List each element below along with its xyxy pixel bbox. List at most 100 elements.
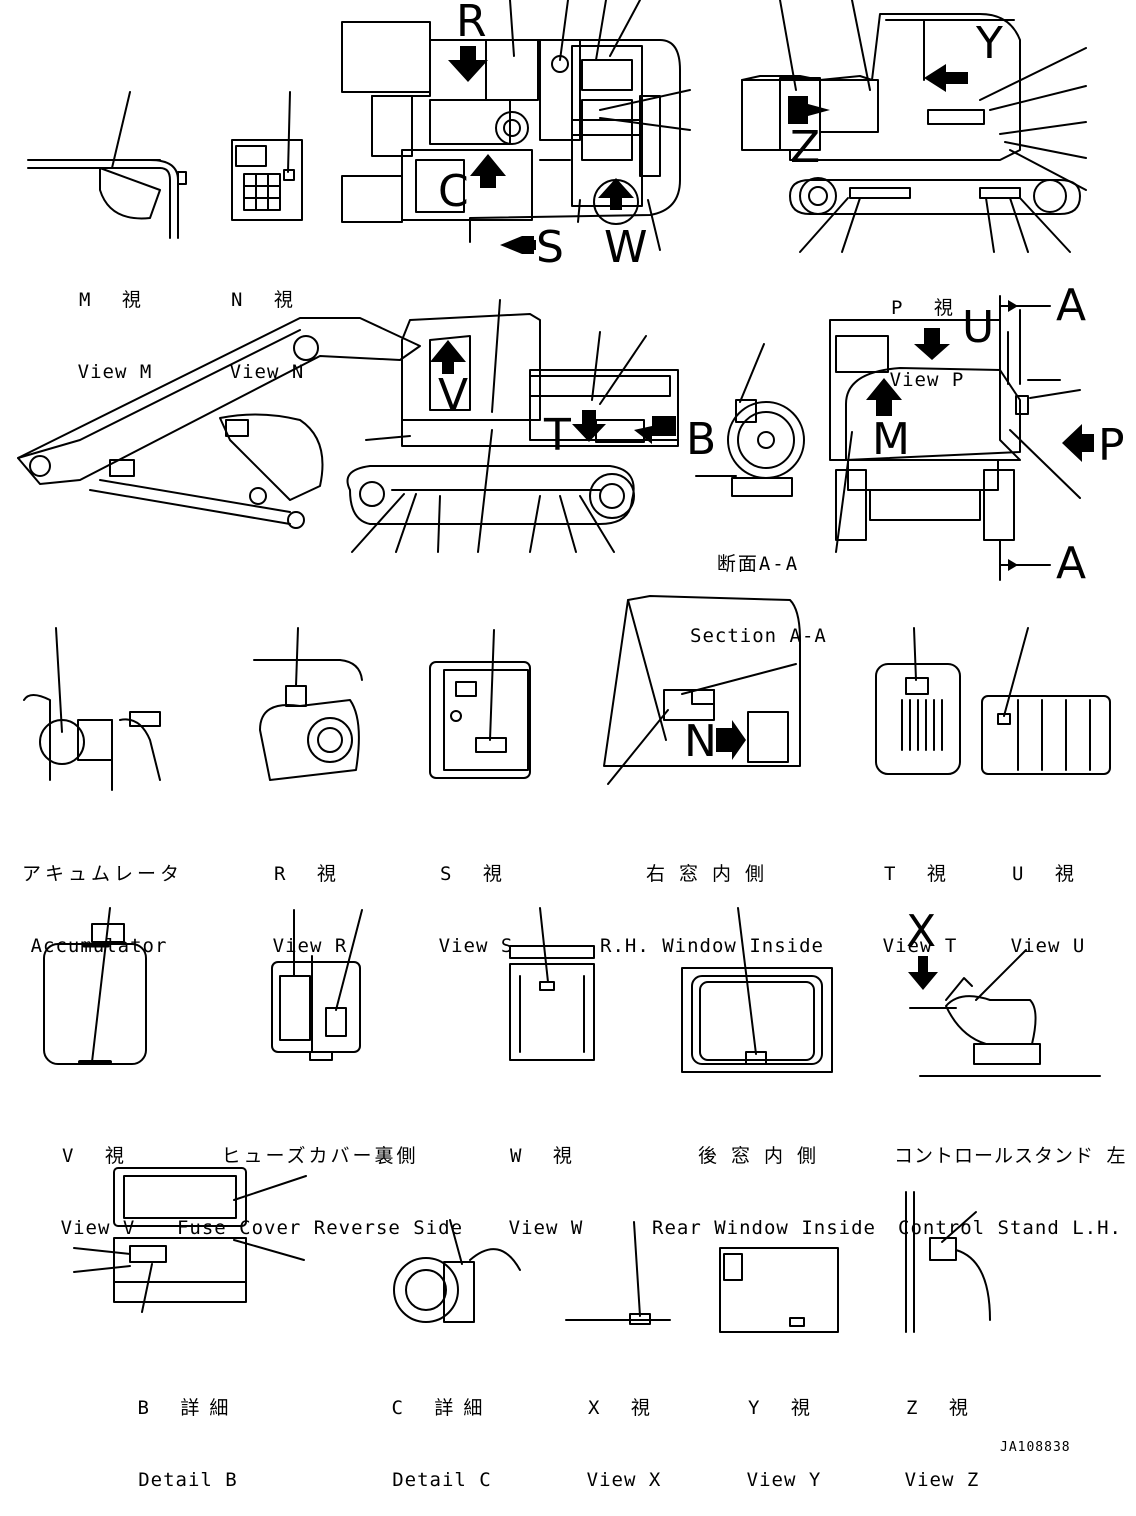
caption-en: Rear Window Inside [652, 1217, 876, 1239]
view-v-drawing [43, 907, 147, 1065]
view-letter-a-bottom: A [1056, 538, 1087, 589]
caption-jp: コントロールスタンド 左 [894, 1145, 1127, 1167]
caption-en: Detail C [392, 1469, 492, 1491]
leader-line [681, 663, 797, 695]
leader-line [851, 0, 871, 91]
caption-view-p: P 視 View P [880, 248, 974, 416]
caption-en: View R [272, 935, 348, 957]
caption-en: View N [229, 361, 305, 383]
view-y-drawing [719, 1247, 839, 1333]
detail-c-drawing [393, 1219, 521, 1323]
parts-catalog-sheet: R C S W Y Z U A A M P V T B N X M 視 View… [17, 0, 1127, 1491]
rear-view-drawing [829, 295, 1081, 581]
caption-fuse-cover: ヒューズカバー裏側 Fuse Cover Reverse Side [170, 1096, 470, 1264]
leader-line [91, 907, 111, 1063]
caption-jp: C 詳細 [391, 1397, 493, 1419]
excavator-side-view [17, 299, 679, 553]
view-p-arrows [788, 64, 968, 124]
caption-accumulator: アキュムレータ Accumulator [22, 814, 184, 982]
control-stand-arrow [908, 956, 938, 990]
caption-jp: U 視 [1012, 863, 1084, 885]
caption-view-u: U 視 View U [1002, 814, 1094, 982]
caption-en: Accumulator [30, 935, 168, 957]
section-aa-drawing [695, 343, 805, 497]
leader-line [577, 199, 581, 223]
leader-line [539, 907, 549, 983]
leader-line [739, 343, 765, 403]
caption-jp: 断面A-A [716, 553, 800, 575]
caption-en: View S [438, 935, 514, 957]
leader-line [607, 709, 669, 785]
caption-jp: M 視 [79, 289, 151, 311]
caption-jp: Y 視 [748, 1397, 820, 1419]
view-u-drawing [981, 627, 1111, 775]
leader-line [999, 121, 1087, 135]
view-m-drawing [27, 91, 187, 239]
document-id: JA108838 [1000, 1440, 1071, 1455]
plan-view-drawing [341, 0, 691, 251]
leader-line [841, 197, 861, 253]
caption-en: View X [586, 1469, 662, 1491]
caption-rh-window: 右窓内側 R.H. Window Inside [594, 814, 830, 982]
leader-line [1003, 627, 1029, 717]
leader-line [287, 91, 291, 173]
leader-line [1009, 197, 1029, 253]
caption-jp: 右窓内側 [645, 863, 778, 885]
leader-line [295, 627, 299, 687]
plan-view-circle [593, 179, 639, 225]
leader-line [111, 91, 131, 169]
leader-line [233, 1175, 307, 1201]
leader-line [609, 0, 641, 57]
caption-en: R.H. Window Inside [600, 935, 824, 957]
leader-line [975, 949, 1027, 1001]
caption-view-r: R 視 View R [264, 814, 356, 982]
side-view-arrows [430, 340, 676, 444]
caption-jp: アキュムレータ [22, 863, 184, 885]
caption-jp: R 視 [274, 863, 346, 885]
view-n-drawing [231, 91, 303, 221]
drawing-linework [17, 0, 1111, 1333]
leader-line [599, 89, 691, 111]
leader-line [989, 85, 1087, 111]
leader-line [1009, 429, 1081, 499]
view-x-drawing [565, 1221, 671, 1325]
leader-line [835, 431, 853, 553]
leader-line [365, 435, 411, 441]
leader-line [73, 1265, 131, 1273]
caption-en: View Z [904, 1469, 980, 1491]
leader-line [737, 907, 757, 1055]
caption-en: Control Stand L.H. [898, 1217, 1122, 1239]
leader-line [559, 0, 569, 61]
caption-en: View U [1010, 935, 1086, 957]
view-r-drawing [253, 627, 363, 781]
caption-jp: N 視 [231, 289, 303, 311]
view-letter-p: P [1098, 420, 1125, 471]
caption-view-z: Z 視 View Z [896, 1348, 988, 1516]
accumulator-drawing [23, 627, 161, 791]
caption-view-t: T 視 View T [874, 814, 966, 982]
caption-view-m: M 視 View M [70, 240, 160, 408]
caption-jp: P 視 [891, 297, 963, 319]
leader-line [913, 627, 917, 681]
leader-line [595, 0, 607, 61]
leader-line [233, 1239, 305, 1261]
leader-line [449, 1219, 463, 1265]
view-letter-y: Y [976, 18, 1003, 69]
view-letter-w: W [604, 222, 648, 273]
leader-line [941, 1211, 977, 1243]
caption-en: View W [508, 1217, 584, 1239]
view-letter-x: X [906, 906, 937, 957]
control-stand-drawing [909, 949, 1101, 1077]
leader-line [141, 1263, 153, 1313]
caption-en: View Y [746, 1469, 822, 1491]
view-letter-c: C [438, 166, 469, 217]
leader-line [599, 117, 691, 131]
caption-jp: 後窓内側 [697, 1145, 830, 1167]
rear-view-arrows [866, 300, 1094, 571]
rh-window-arrow [716, 720, 746, 760]
view-letter-s: S [536, 222, 564, 273]
caption-jp: ヒューズカバー裏側 [221, 1145, 419, 1167]
leader-line [1009, 149, 1087, 191]
view-letter-z: Z [790, 122, 821, 173]
leader-line [985, 197, 995, 253]
